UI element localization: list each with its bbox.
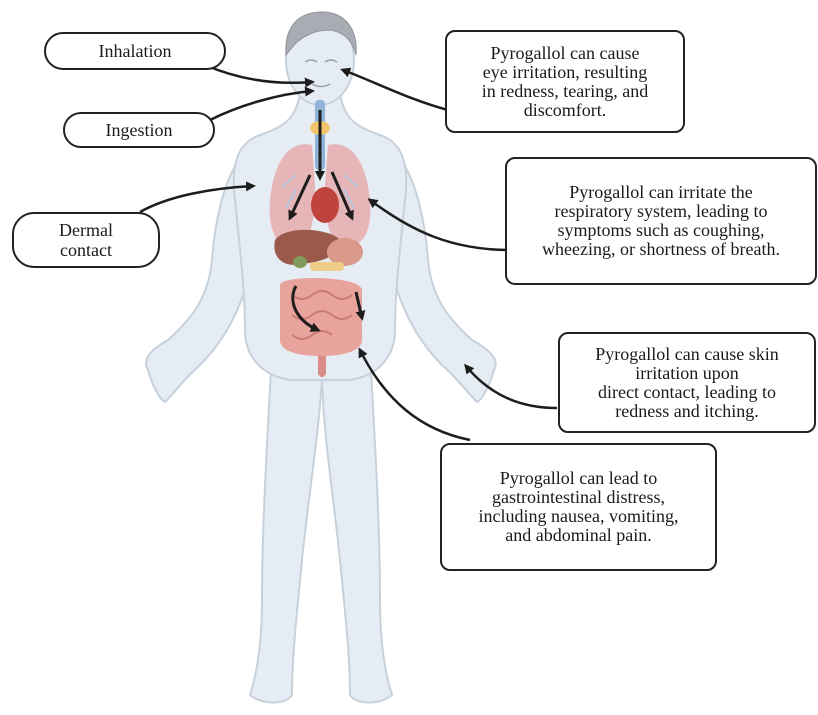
arrow-eye (343, 70, 448, 110)
pancreas (310, 262, 344, 271)
inhalation-label: Inhalation (44, 32, 226, 70)
gastrointestinal-distress-box: Pyrogallol can lead to gastrointestinal … (440, 443, 717, 571)
right-arm (392, 150, 496, 402)
heart (311, 187, 339, 223)
dermal-contact-label: Dermal contact (12, 212, 160, 268)
left-leg (250, 350, 322, 703)
respiratory-irritation-box: Pyrogallol can irritate the respiratory … (505, 157, 817, 285)
skin-irritation-box: Pyrogallol can cause skin irritation upo… (558, 332, 816, 433)
rectum (318, 356, 326, 377)
stomach (327, 238, 363, 266)
eye-irritation-box: Pyrogallol can cause eye irritation, res… (445, 30, 685, 133)
right-leg (322, 350, 392, 703)
gallbladder (293, 256, 307, 268)
ingestion-label: Ingestion (63, 112, 215, 148)
